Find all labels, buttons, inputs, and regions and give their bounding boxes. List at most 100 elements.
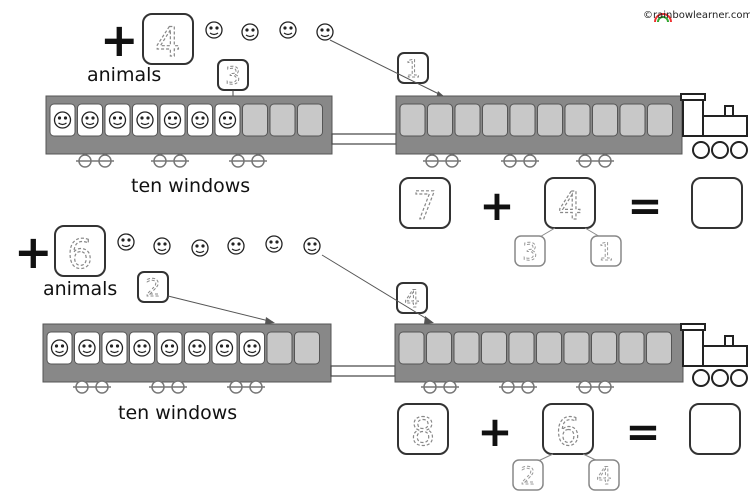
empty-window <box>591 331 617 365</box>
row2-split-first-box[interactable] <box>137 271 169 303</box>
frog-icon <box>316 23 334 41</box>
row2-split-second: 4 <box>404 285 419 313</box>
empty-window <box>453 331 480 365</box>
animal-face-icon <box>188 339 206 357</box>
row2-eq-split-b: 4 <box>596 462 611 490</box>
empty-window <box>266 331 293 365</box>
row1-eq-add: 4 <box>558 184 582 228</box>
row1-plus-sign: + <box>100 13 139 67</box>
row1-eq-add-box <box>544 177 596 229</box>
row2-left-car-windows <box>46 331 320 365</box>
row2-right-wheels <box>420 380 615 394</box>
row2-eq-split-a: 2 <box>520 462 535 490</box>
empty-window <box>619 103 646 137</box>
empty-window <box>536 331 562 365</box>
row2-split-first: 2 <box>145 274 160 302</box>
row1-windows-label: ten windows <box>131 175 251 197</box>
chicken-icon <box>117 233 135 251</box>
empty-window <box>646 331 672 365</box>
animal-face-icon <box>108 111 127 129</box>
empty-window <box>294 331 320 365</box>
row1-animals-label: animals <box>87 64 162 86</box>
row1-split-second: 1 <box>405 55 420 83</box>
empty-window <box>509 103 536 137</box>
row2-eq-add-box <box>542 403 594 455</box>
row2-eq-left-box <box>397 403 449 455</box>
empty-window <box>398 331 425 365</box>
row1-eq-split-a: 3 <box>522 238 537 266</box>
empty-window <box>426 331 452 365</box>
row2-eq-equals: = <box>625 407 660 456</box>
row2-add-digit: 6 <box>67 232 92 278</box>
cat-icon <box>241 23 259 41</box>
row1-left-car-windows <box>49 103 323 137</box>
animal-face-icon <box>160 339 179 357</box>
row1-answer-box[interactable] <box>691 177 743 229</box>
empty-window <box>242 103 268 137</box>
row1-eq-plus: + <box>479 181 514 230</box>
row1-eq-left-box <box>399 177 451 229</box>
row1-add-digit-box[interactable] <box>142 13 194 65</box>
row1-left-wheels <box>75 154 268 168</box>
row1-right-car-windows <box>399 103 673 137</box>
row2-animals-label: animals <box>43 278 118 300</box>
animal-face-icon <box>215 339 234 357</box>
empty-window <box>618 331 645 365</box>
row1-locomotive-icon <box>680 93 748 159</box>
empty-window <box>454 103 481 137</box>
empty-window <box>564 103 591 137</box>
site-credit: ©rainbowlearner.com <box>643 10 750 21</box>
empty-window <box>508 331 535 365</box>
row2-left-wheels <box>72 380 266 394</box>
empty-window <box>269 103 296 137</box>
animal-face-icon <box>53 111 72 129</box>
row1-eq-left: 7 <box>413 184 437 228</box>
row2-plus-sign: + <box>14 225 53 279</box>
empty-window <box>427 103 453 137</box>
row1-eq-split-b: 1 <box>598 238 613 266</box>
animal-face-icon <box>163 111 182 129</box>
row1-right-wheels <box>422 154 615 168</box>
animal-face-icon <box>50 339 69 357</box>
animal-face-icon <box>81 111 99 129</box>
row2-add-digit-box[interactable] <box>54 225 106 277</box>
dog-icon <box>205 21 223 39</box>
row2-eq-add: 6 <box>556 410 580 454</box>
rainbow-logo-icon <box>654 13 672 23</box>
frog-icon <box>265 235 283 253</box>
row2-eq-split-a-box[interactable] <box>512 459 544 491</box>
row1-add-digit: 4 <box>155 20 180 66</box>
row1-eq-equals: = <box>627 181 662 230</box>
animal-face-icon <box>78 339 96 357</box>
row1-animals-above <box>205 21 334 41</box>
empty-window <box>592 103 618 137</box>
row2-eq-split-b-box[interactable] <box>588 459 620 491</box>
row2-animals-above <box>117 233 321 257</box>
row2-eq-plus: + <box>477 407 512 456</box>
animal-face-icon <box>243 339 261 357</box>
animal-face-icon <box>218 111 237 129</box>
empty-window <box>297 103 323 137</box>
dog-icon <box>279 21 297 39</box>
dog-icon <box>227 237 245 255</box>
dog-icon <box>303 237 321 255</box>
animal-face-icon <box>133 339 151 357</box>
row1-split-first: 3 <box>225 62 240 90</box>
animal-face-icon <box>136 111 154 129</box>
row2-eq-left: 8 <box>411 410 435 454</box>
row1-split-second-box[interactable] <box>397 52 429 84</box>
cat-icon <box>191 239 209 257</box>
row1-eq-split-a-box[interactable] <box>514 235 546 267</box>
row2-answer-box[interactable] <box>689 403 741 455</box>
empty-window <box>563 331 590 365</box>
row2-windows-label: ten windows <box>118 402 238 424</box>
row2-right-car-windows <box>398 331 672 365</box>
empty-window <box>481 331 507 365</box>
dog-icon <box>153 237 171 255</box>
empty-window <box>482 103 508 137</box>
row1-group: + 4 3 1 <box>45 13 748 267</box>
empty-window <box>399 103 426 137</box>
animal-face-icon <box>105 339 124 357</box>
row1-eq-split-b-box[interactable] <box>590 235 622 267</box>
empty-window <box>537 103 563 137</box>
